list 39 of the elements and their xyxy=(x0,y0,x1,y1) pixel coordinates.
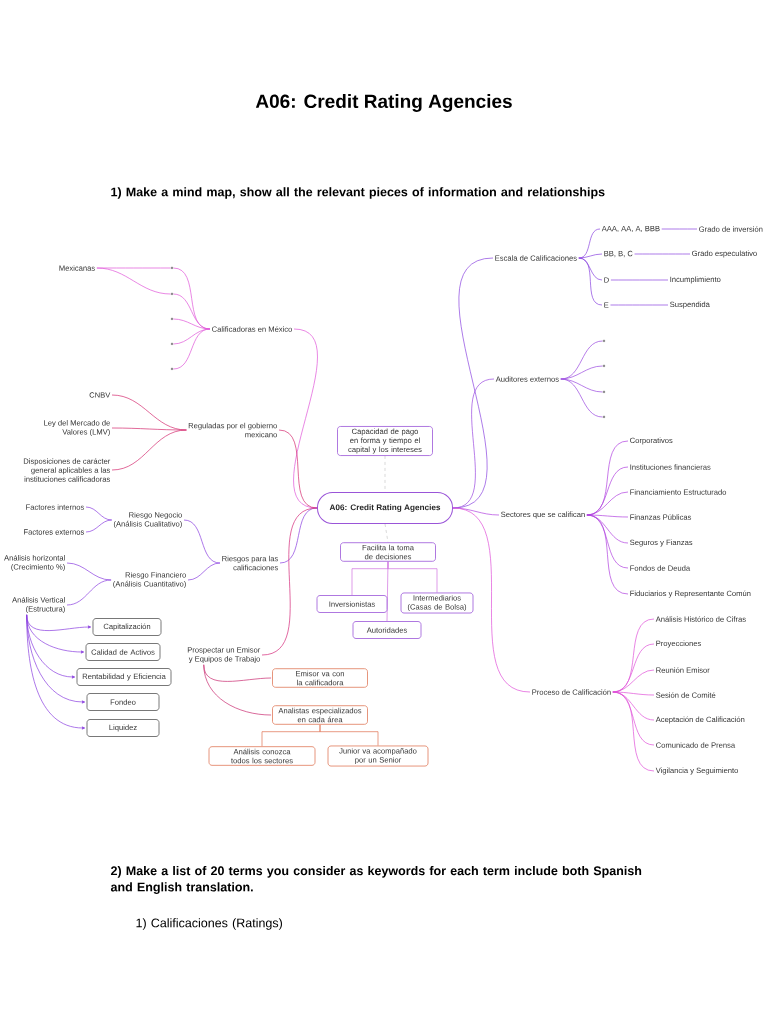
branch-line xyxy=(66,579,112,606)
branch-line xyxy=(560,365,603,380)
section-heading: 1) Make a mind map, show all the relevant pieces of information and relationships xyxy=(111,187,605,199)
branch-line xyxy=(173,318,211,330)
branch-line xyxy=(661,228,698,230)
branch-line xyxy=(187,562,221,581)
arrow xyxy=(26,614,76,679)
arrow xyxy=(26,614,86,730)
branch-line xyxy=(612,691,655,772)
branch-line xyxy=(452,507,531,693)
branch-line xyxy=(578,253,603,259)
branch-line xyxy=(612,691,655,696)
branch-line xyxy=(203,664,272,682)
branch-line xyxy=(560,378,603,418)
branch-line xyxy=(293,328,318,509)
branch-line xyxy=(66,562,112,581)
branch-line xyxy=(578,257,603,306)
branch-line xyxy=(111,427,187,431)
branch-line xyxy=(183,519,221,564)
branch-line xyxy=(319,724,379,746)
section-heading: 2) Make a list of 20 terms you consider as keywords for each term include both Spanish and English translation. xyxy=(110,866,642,894)
branch-line xyxy=(278,429,318,509)
list-item: 1) Calificaciones (Ratings) xyxy=(136,918,282,930)
branch-line xyxy=(85,506,113,521)
page-title: A06: Credit Rating Agencies xyxy=(255,94,512,112)
branch-line xyxy=(586,514,629,595)
branch-line xyxy=(111,429,187,471)
branch-line xyxy=(96,267,171,295)
branch-line xyxy=(634,253,691,255)
branch-line xyxy=(586,514,629,518)
branch-line xyxy=(452,507,500,516)
branch-line xyxy=(261,507,318,656)
central-topic: A06: Credit Rating Agencies xyxy=(317,492,453,524)
branch-line xyxy=(203,664,272,716)
branch-line xyxy=(173,328,211,370)
branch-line xyxy=(560,378,603,393)
branch-line xyxy=(610,304,669,306)
branch-line xyxy=(610,279,669,281)
branch-line xyxy=(85,519,113,533)
